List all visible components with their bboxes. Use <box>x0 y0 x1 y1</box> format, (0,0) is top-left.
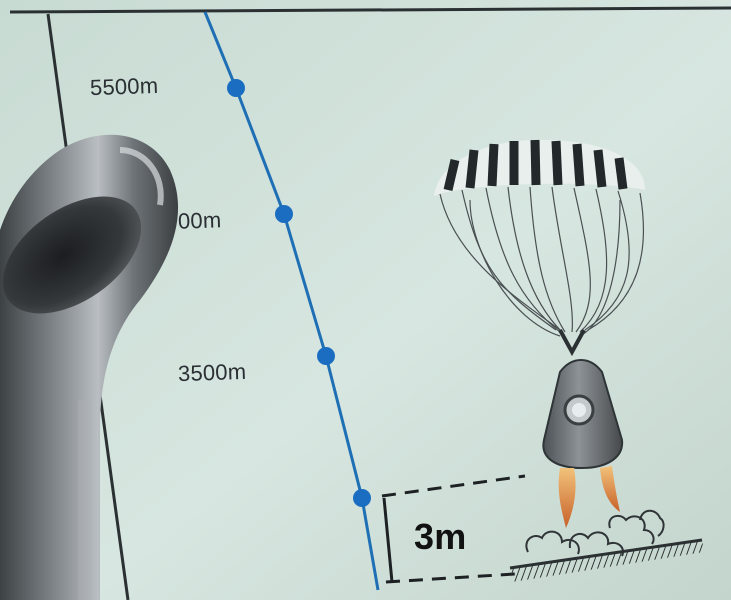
altitude-dot-2 <box>275 205 293 223</box>
altitude-dot-3 <box>317 347 335 365</box>
altitude-label-partial: 00m <box>178 207 222 234</box>
height-marker-label: 3m <box>414 516 466 558</box>
altitude-label-5500: 5500m <box>90 73 159 101</box>
altitude-dot-4 <box>353 489 371 507</box>
altitude-label-3500: 3500m <box>178 359 247 387</box>
altitude-dot-1 <box>227 79 245 97</box>
